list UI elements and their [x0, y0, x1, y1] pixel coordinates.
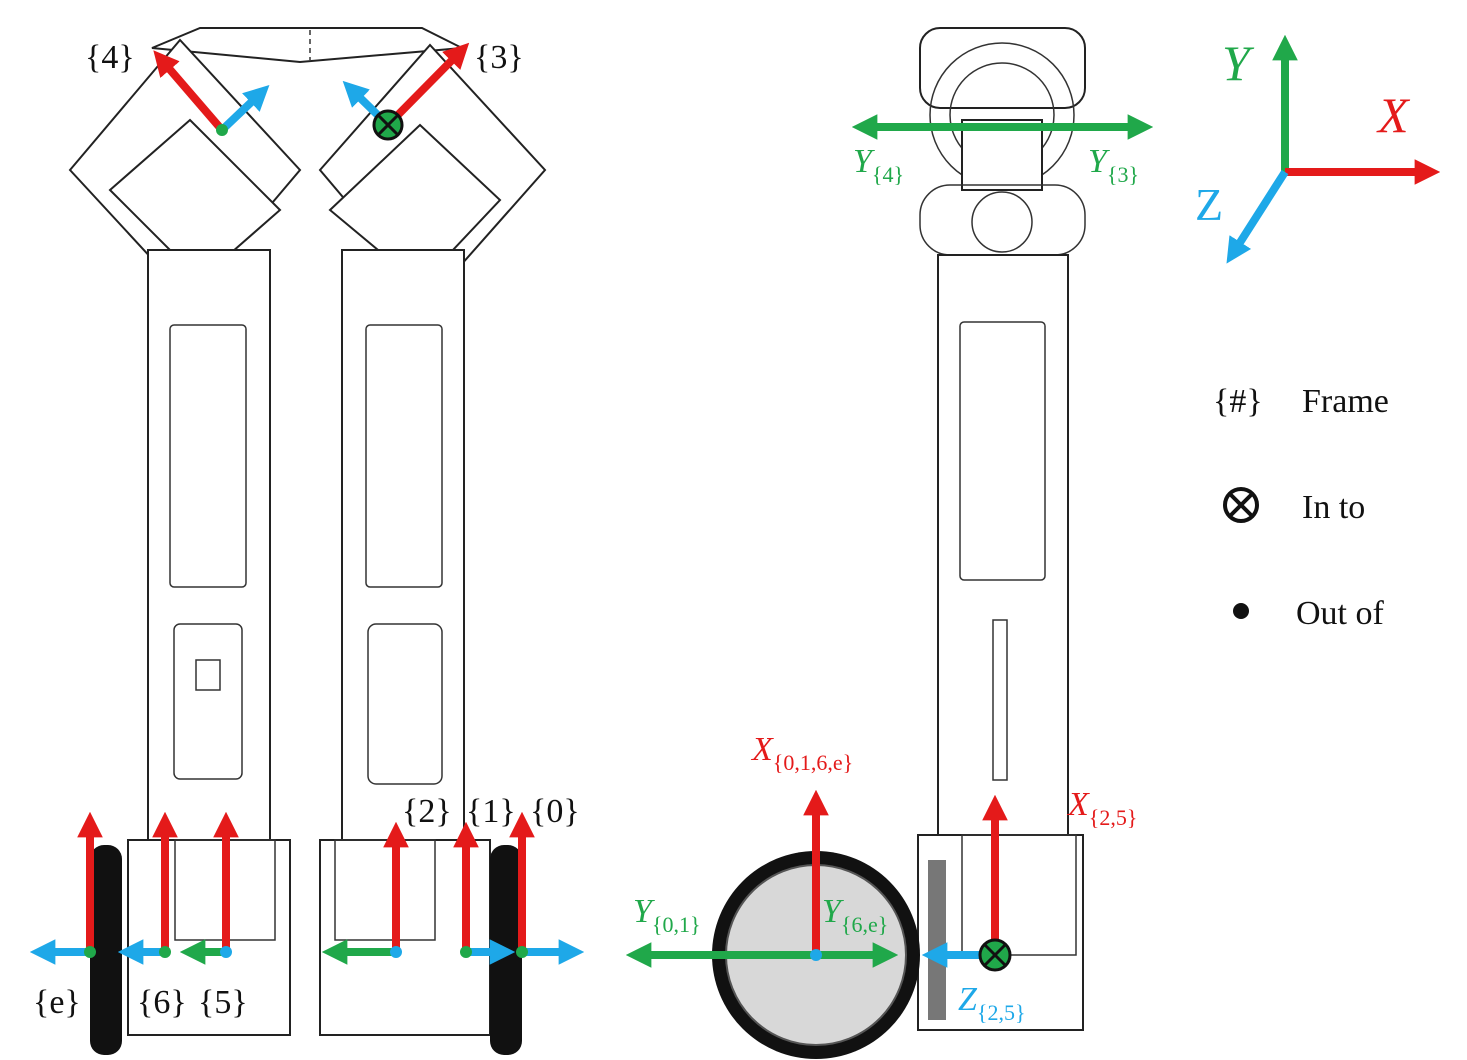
right-robot-sketch	[712, 27, 1086, 1059]
frame2-label: {2}	[402, 793, 452, 830]
wheel-center-dot	[810, 949, 822, 961]
frame6-label: {6}	[137, 984, 187, 1021]
frame4-label: {4}	[85, 39, 135, 76]
legend-y-label: Y	[1222, 35, 1255, 91]
y3-label: Y{3}	[1088, 143, 1139, 187]
legend-into-text: In to	[1302, 489, 1365, 526]
legend-outof-text: Out of	[1296, 595, 1385, 632]
right-view-axes	[625, 114, 1154, 972]
frame3-x-arrow	[385, 42, 470, 128]
left-view-axes	[29, 42, 585, 965]
y6e-label: Y{6,e}	[822, 893, 888, 937]
legend-x-label: X	[1376, 87, 1411, 143]
left-view-labels: {4} {3} {2} {1} {0} {e} {6} {5}	[33, 39, 580, 1021]
legend-frame-symbol: {#}	[1213, 383, 1263, 420]
frame-6-out-dot	[159, 946, 171, 958]
x0161e-label: X{0,1,6,e}	[750, 731, 853, 775]
legend-into-icon	[1223, 487, 1259, 523]
x25-label: X{2,5}	[1066, 786, 1137, 830]
legend-z-label: Z	[1195, 179, 1223, 230]
legend-z-arrow	[1226, 169, 1289, 264]
axis-legend: Y X Z	[1195, 34, 1441, 264]
y01-label: Y{0,1}	[633, 893, 701, 937]
frame0-label: {0}	[530, 793, 580, 830]
frame-e-label: {e}	[33, 984, 81, 1021]
symbol-legend: {#} Frame In to Out of	[1213, 383, 1389, 632]
frame3-label: {3}	[474, 39, 524, 76]
frame-e-out-dot	[84, 946, 96, 958]
legend-outof-icon	[1233, 603, 1249, 619]
frame-2-out-dot	[390, 946, 402, 958]
frame-0-out-dot	[516, 946, 528, 958]
z25-label: Z{2,5}	[958, 981, 1026, 1025]
frame1-label: {1}	[466, 793, 516, 830]
left-robot-sketch	[68, 27, 547, 1055]
frame-5-out-dot	[220, 946, 232, 958]
frame4-z-arrow	[219, 84, 270, 133]
frame4-x-arrow	[153, 50, 226, 133]
right-view-labels: Y{4} Y{3} X{0,1,6,e} X{2,5} Y{0,1} Y{6,e…	[633, 143, 1139, 1025]
frame4-out-dot	[216, 124, 228, 136]
legend-frame-text: Frame	[1302, 383, 1389, 420]
frame-1-out-dot	[460, 946, 472, 958]
frame5-label: {5}	[198, 984, 248, 1021]
y4-label: Y{4}	[853, 143, 904, 187]
